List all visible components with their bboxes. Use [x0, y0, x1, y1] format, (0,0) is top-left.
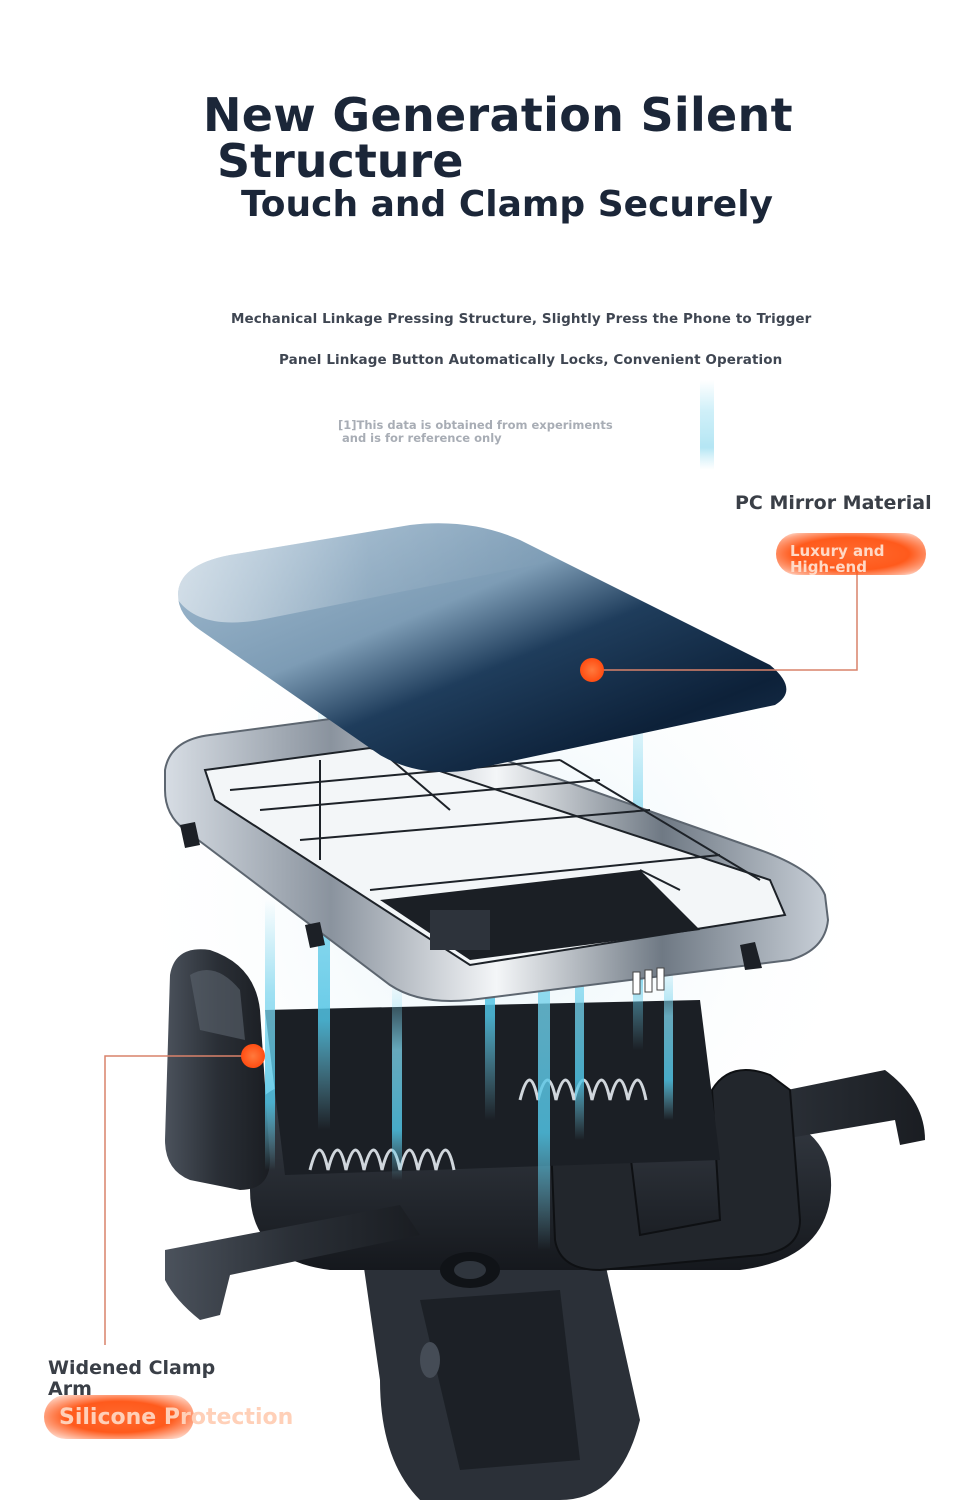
clamp-arm-callout-tag: Silicone Protection — [59, 1405, 294, 1430]
metal-frame — [164, 713, 830, 1002]
headline-subtitle: Touch and Clamp Securely — [241, 184, 774, 225]
clamp-arm-callout-title: Widened Clamp Arm — [48, 1357, 216, 1400]
pc-mirror-callout-tag-text: Luxury and High-end — [790, 542, 885, 576]
description-line-1: Mechanical Linkage Pressing Structure, S… — [231, 311, 812, 327]
headline-line-2: Structure — [217, 134, 464, 188]
pc-mirror-callout-title: PC Mirror Material — [735, 492, 932, 514]
footnote: [1]This data is obtained from experiment… — [338, 418, 613, 445]
clamp-arm-callout-tag-bg — [44, 1395, 194, 1439]
description-line-2: Panel Linkage Button Automatically Locks… — [279, 352, 783, 368]
pc-mirror-callout-tag: Luxury and High-end — [776, 533, 926, 575]
pc-mirror-panel — [178, 523, 787, 773]
headline-line-1: New Generation Silent — [203, 88, 793, 142]
callout-leaders — [104, 572, 858, 1345]
